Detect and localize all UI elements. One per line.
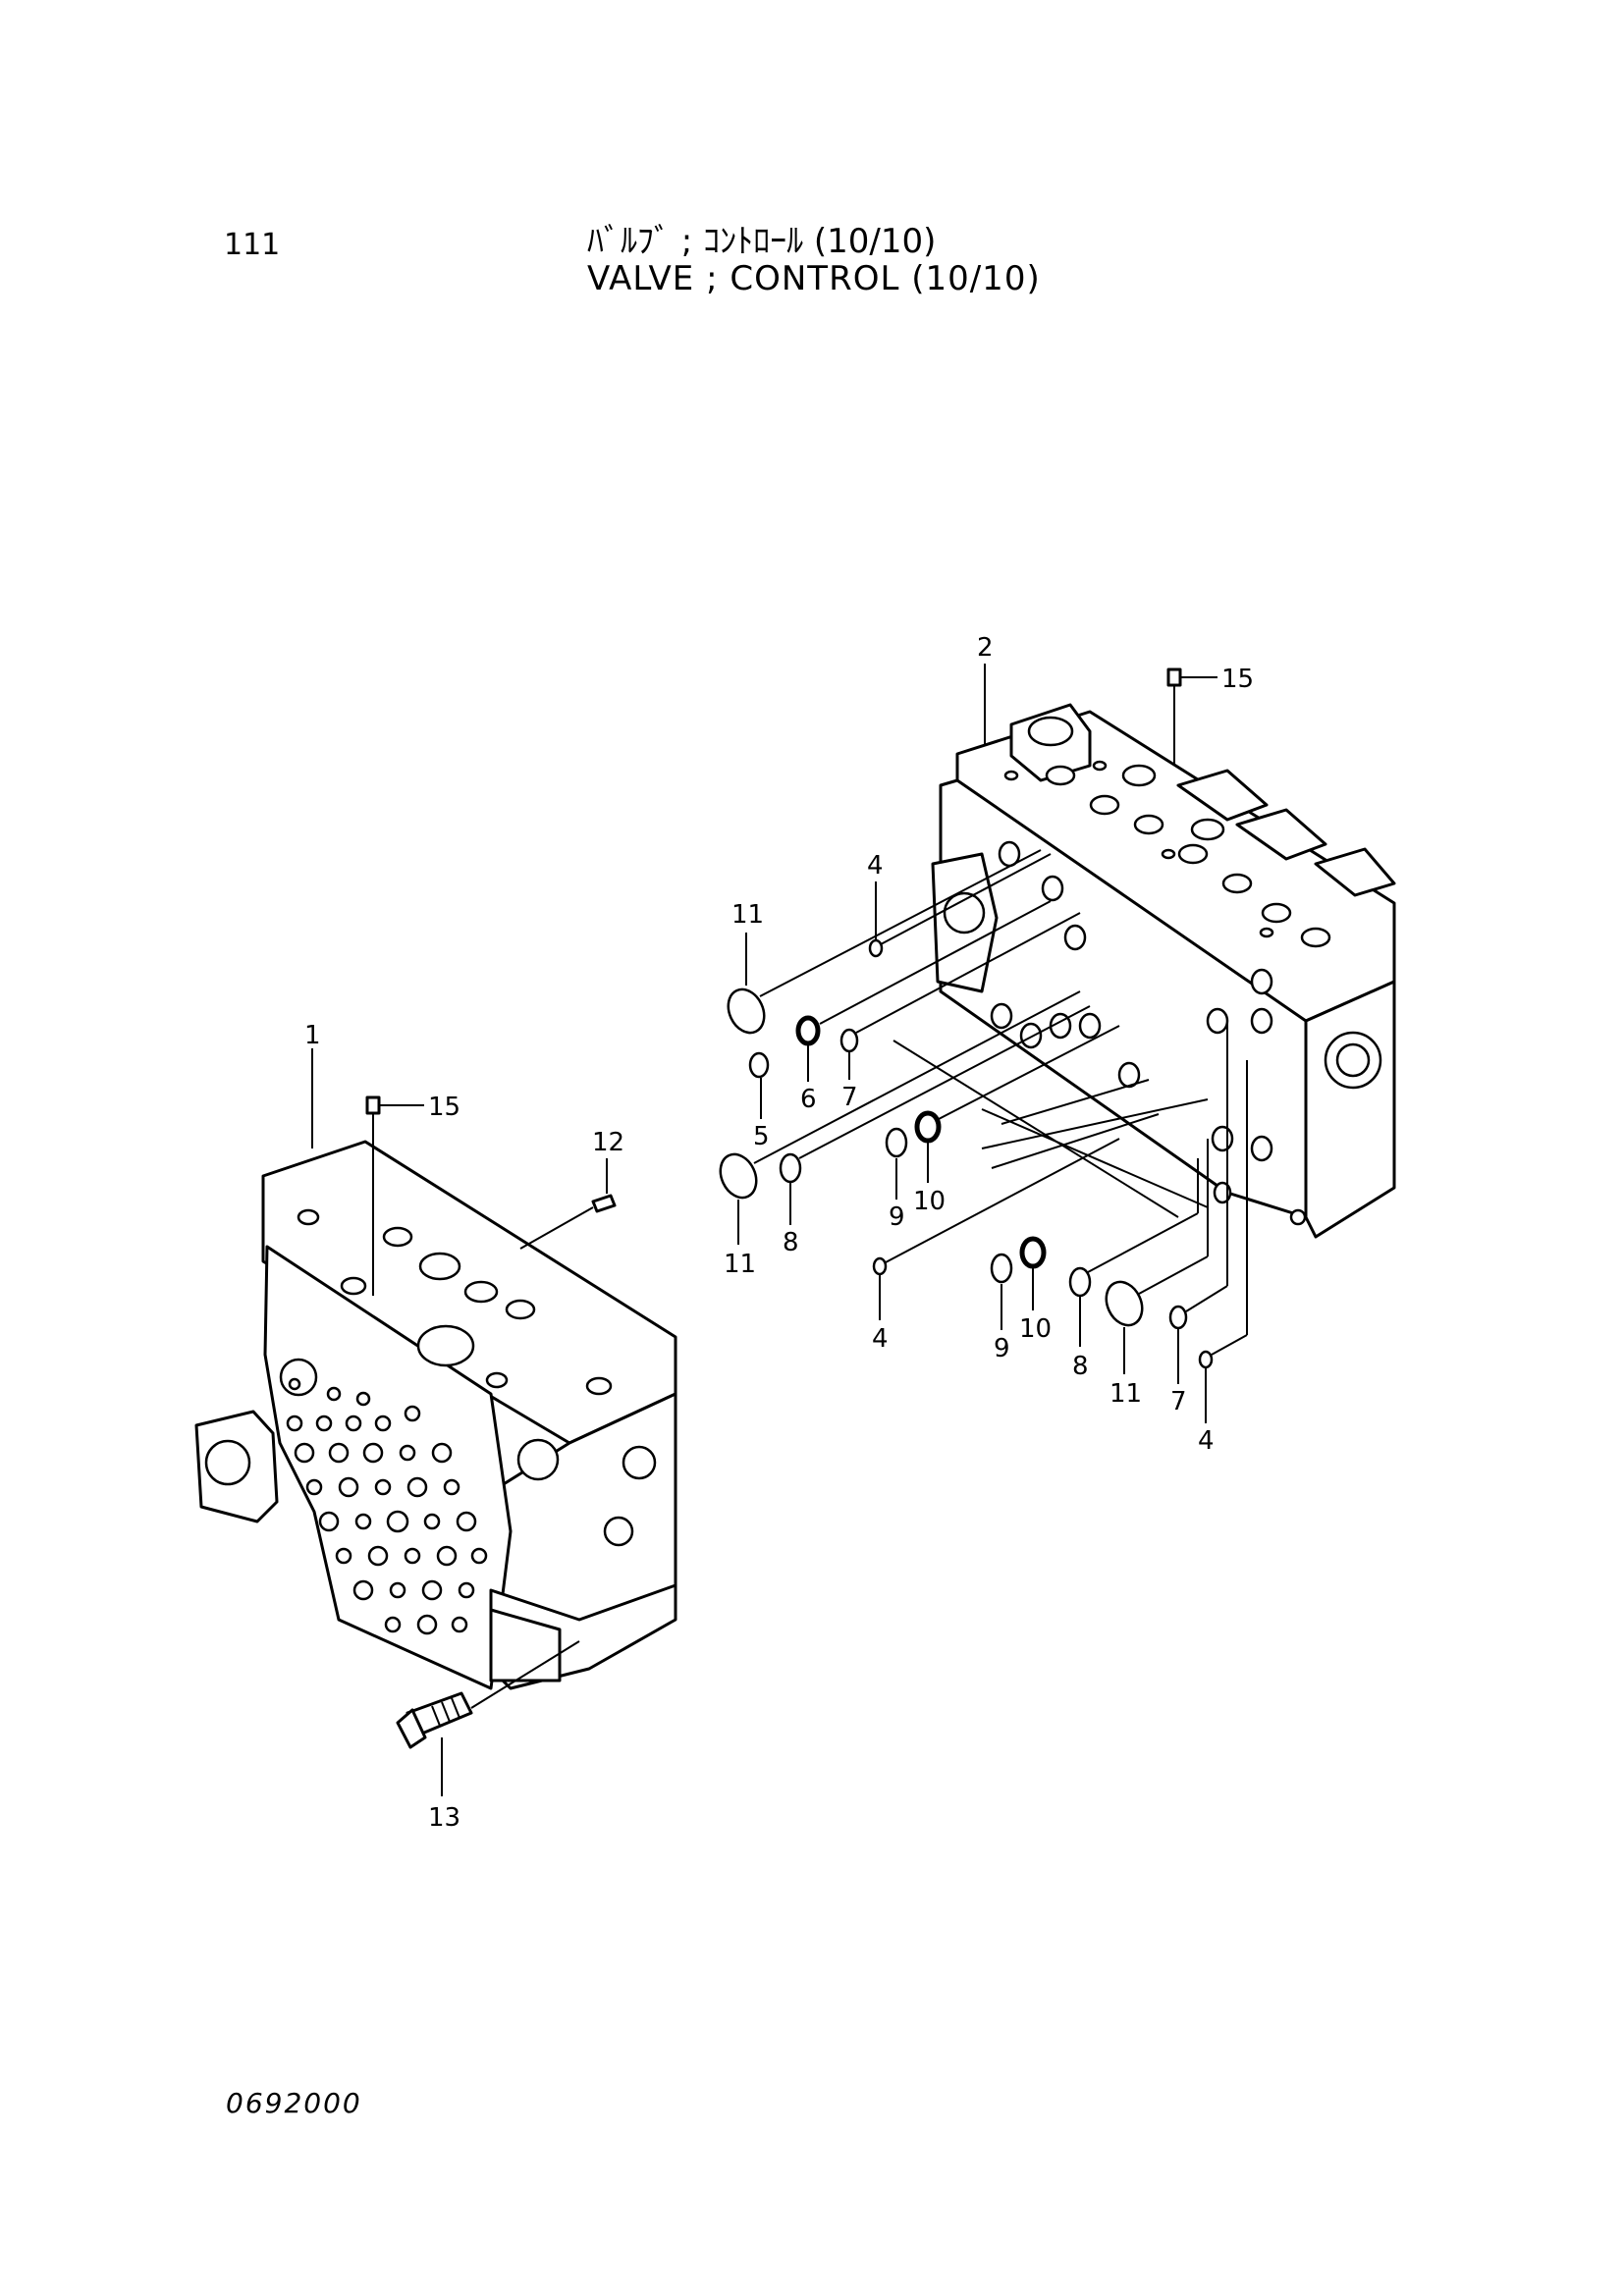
callout-15-right: 15	[1221, 665, 1254, 694]
seals-and-o-rings	[719, 849, 1248, 1423]
valve-body-part-1	[194, 1140, 677, 1690]
page-title-english: VALVE ; CONTROL (10/10)	[587, 259, 1041, 298]
plug-part-15-right	[1166, 667, 1217, 766]
callout-7-top: 7	[841, 1083, 858, 1112]
callout-5: 5	[753, 1122, 770, 1151]
side-face-ports	[990, 840, 1273, 1204]
valve-body-part-2	[931, 703, 1396, 1239]
page-number: 111	[224, 228, 281, 262]
callout-7-bottom: 7	[1170, 1387, 1187, 1416]
callout-4-top: 4	[867, 851, 884, 881]
callout-12: 12	[592, 1128, 624, 1157]
callout-11-bottom: 11	[1109, 1379, 1142, 1409]
front-face-port-holes	[286, 1377, 488, 1635]
callout-9-middle: 9	[889, 1202, 905, 1232]
pin-part-12	[519, 1158, 617, 1250]
callout-6: 6	[800, 1085, 817, 1114]
callout-11-middle: 11	[724, 1250, 756, 1279]
callout-15-left: 15	[428, 1093, 460, 1122]
bolt-part-13	[396, 1640, 580, 1796]
plug-part-15-left	[365, 1095, 424, 1296]
callout-4-middle: 4	[872, 1324, 889, 1354]
callout-2: 2	[977, 633, 994, 663]
callout-4-bottom: 4	[1198, 1426, 1215, 1456]
callout-8-middle: 8	[783, 1228, 799, 1257]
callout-10-middle: 10	[913, 1187, 946, 1216]
callout-9-bottom: 9	[994, 1334, 1010, 1363]
callout-10-bottom: 10	[1019, 1314, 1052, 1344]
callout-13: 13	[428, 1803, 460, 1833]
drawing-number: 0692000	[226, 2087, 362, 2119]
callout-11-top: 11	[731, 900, 764, 930]
callout-8-bottom: 8	[1072, 1352, 1089, 1381]
callout-1: 1	[304, 1021, 321, 1050]
page-title-japanese: ﾊﾞﾙﾌﾞ ; ｺﾝﾄﾛｰﾙ (10/10)	[587, 222, 937, 261]
